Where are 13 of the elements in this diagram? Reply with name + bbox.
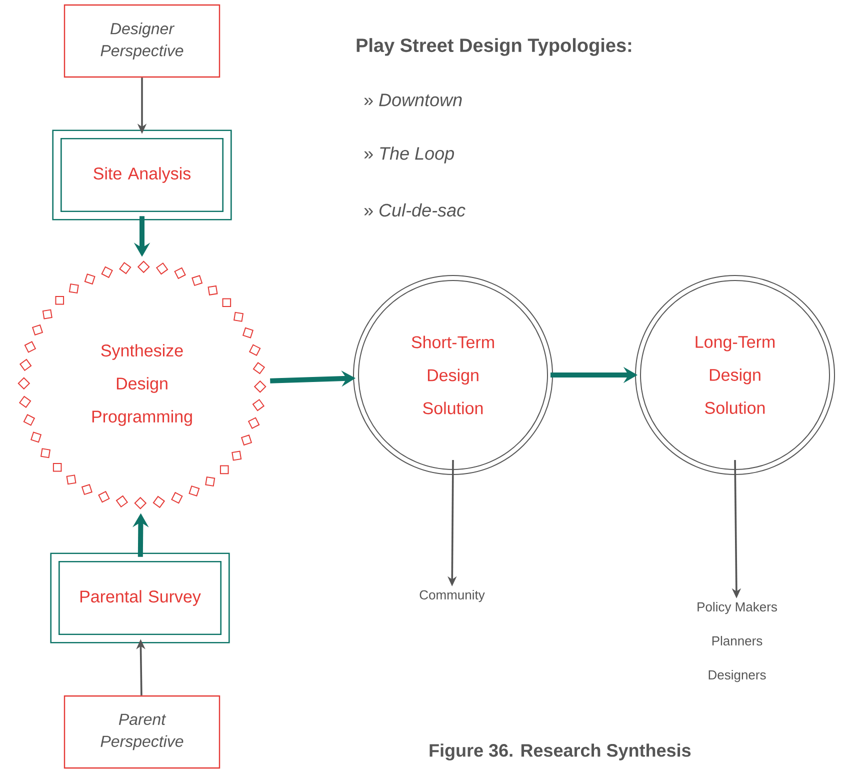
- typology-item: » Cul-de-sac: [364, 203, 466, 217]
- perspective-box: Designer Perspective: [64, 4, 220, 78]
- typology-item: » The Loop: [364, 146, 454, 164]
- figure-caption: Figure 36. Research Synthesis: [430, 744, 691, 760]
- node-label: Synthesize Design Programming: [92, 344, 192, 426]
- process-box: Parental Survey: [50, 552, 230, 644]
- audience-text: Policy Makers Planners Designers: [698, 602, 777, 682]
- audience-text: Community: [420, 590, 485, 602]
- typology-item: » Downtown: [364, 94, 462, 106]
- synthesis-ring: Synthesize Design Programming: [18, 260, 266, 510]
- perspective-box: Parent Perspective: [64, 695, 220, 769]
- process-box: Site Analysis: [52, 130, 232, 220]
- heading: Play Street Design Typologies:: [356, 38, 632, 56]
